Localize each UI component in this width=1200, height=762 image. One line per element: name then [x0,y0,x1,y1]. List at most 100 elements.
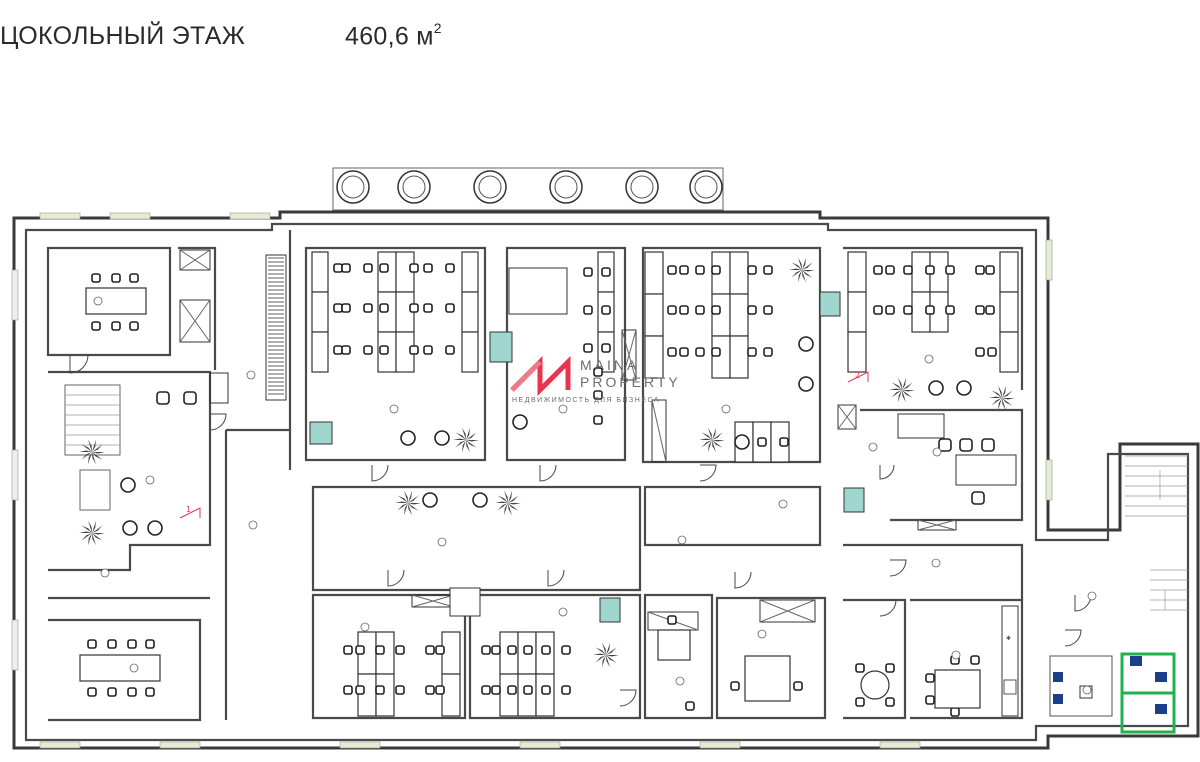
plant-leaf [408,503,421,505]
office-chair [127,687,137,697]
lounge-chair [928,380,944,396]
office-chair [111,321,121,331]
plant-leaf [497,495,508,503]
plant [889,377,915,403]
chair-set [87,263,997,717]
plant-leaf [92,520,97,533]
plant-leaf [461,427,466,440]
plant-leaf [701,432,712,440]
office-chair [855,663,865,673]
outer-walls [12,210,1200,750]
office-chair [667,347,677,357]
left-staircase [64,384,121,511]
lounge-chair [434,430,450,446]
plant-leaf [802,262,813,270]
office-chair [409,263,419,273]
office-chair [91,321,101,331]
door-swing [1064,629,1082,647]
desk-block [357,673,377,717]
plant-leaf [991,398,1002,406]
plant-leaf [503,490,508,503]
door-swing [619,689,637,707]
office-chair [343,685,353,695]
office-chair [885,663,895,673]
desk-block [729,251,749,295]
plant [395,490,421,516]
plant-leaf [601,642,606,655]
office-chair [375,645,385,655]
plant-leaf [455,432,466,440]
plant-leaf [92,525,103,533]
desk-block [375,673,395,717]
plant-leaf [791,262,802,270]
plant-leaf [508,503,519,511]
plant-leaf [408,490,413,503]
office-chair [343,645,353,655]
plant-leaf [902,382,913,390]
office-chair [711,347,721,357]
office-chair [950,707,960,717]
plant-leaf [92,452,97,465]
watermark-line3: НЕДВИЖИМОСТЬ ДЛЯ БИЗНЕСА [512,397,660,404]
office-chair [409,345,419,355]
stool [183,391,197,405]
office-chair [145,687,155,697]
plant-leaf [466,440,471,453]
office-chair [885,305,895,315]
office-chair [379,303,389,313]
desk-column [441,673,461,717]
plant-leaf [802,270,813,278]
vent-inner [402,175,426,199]
plant-leaf [897,390,902,403]
plant-leaf [79,450,92,452]
plant-leaf [595,647,606,655]
office-chair [507,645,517,655]
room-tag [145,475,155,485]
plant-leaf [712,432,723,440]
plant-leaf [79,531,92,533]
office-chair [583,343,593,353]
stool [938,438,952,452]
plant-leaf [408,495,419,503]
plant-leaf [453,438,466,440]
office-chair [903,305,913,315]
office-chair [873,305,883,315]
plant-leaf [902,390,913,398]
desk-column [847,291,867,333]
plant-leaf [455,440,466,448]
room-tag [1082,685,1092,695]
room-tag [558,607,568,617]
plant-leaf [92,533,105,535]
office-chair [379,263,389,273]
plant [79,439,105,465]
plant-leaf [712,440,717,453]
office-chair [355,685,365,695]
desk-block [711,293,731,337]
plant-leaf [593,653,606,655]
desk-column [644,251,664,295]
right-staircase [1125,455,1188,611]
office-chair [507,685,517,695]
door-swing [371,464,389,482]
office-chair [987,347,997,357]
plant-leaf [701,440,712,448]
lounge-chair [512,414,528,430]
vent-inner [554,175,578,199]
lounge-chair [734,434,750,450]
stool [156,391,170,405]
room-tag [868,442,878,452]
office-chair [523,685,533,695]
office-chair [481,685,491,695]
marker-1: 1 [186,505,191,514]
plant-leaf [87,533,92,546]
plant-leaf [466,427,471,440]
room-tag [389,404,399,414]
plant-leaf [891,382,902,390]
plant-leaf [989,396,1002,398]
plant-leaf [802,270,807,283]
door-swing [209,413,227,431]
office-chair [541,645,551,655]
office-chair [423,345,433,355]
office-chair [333,263,343,273]
